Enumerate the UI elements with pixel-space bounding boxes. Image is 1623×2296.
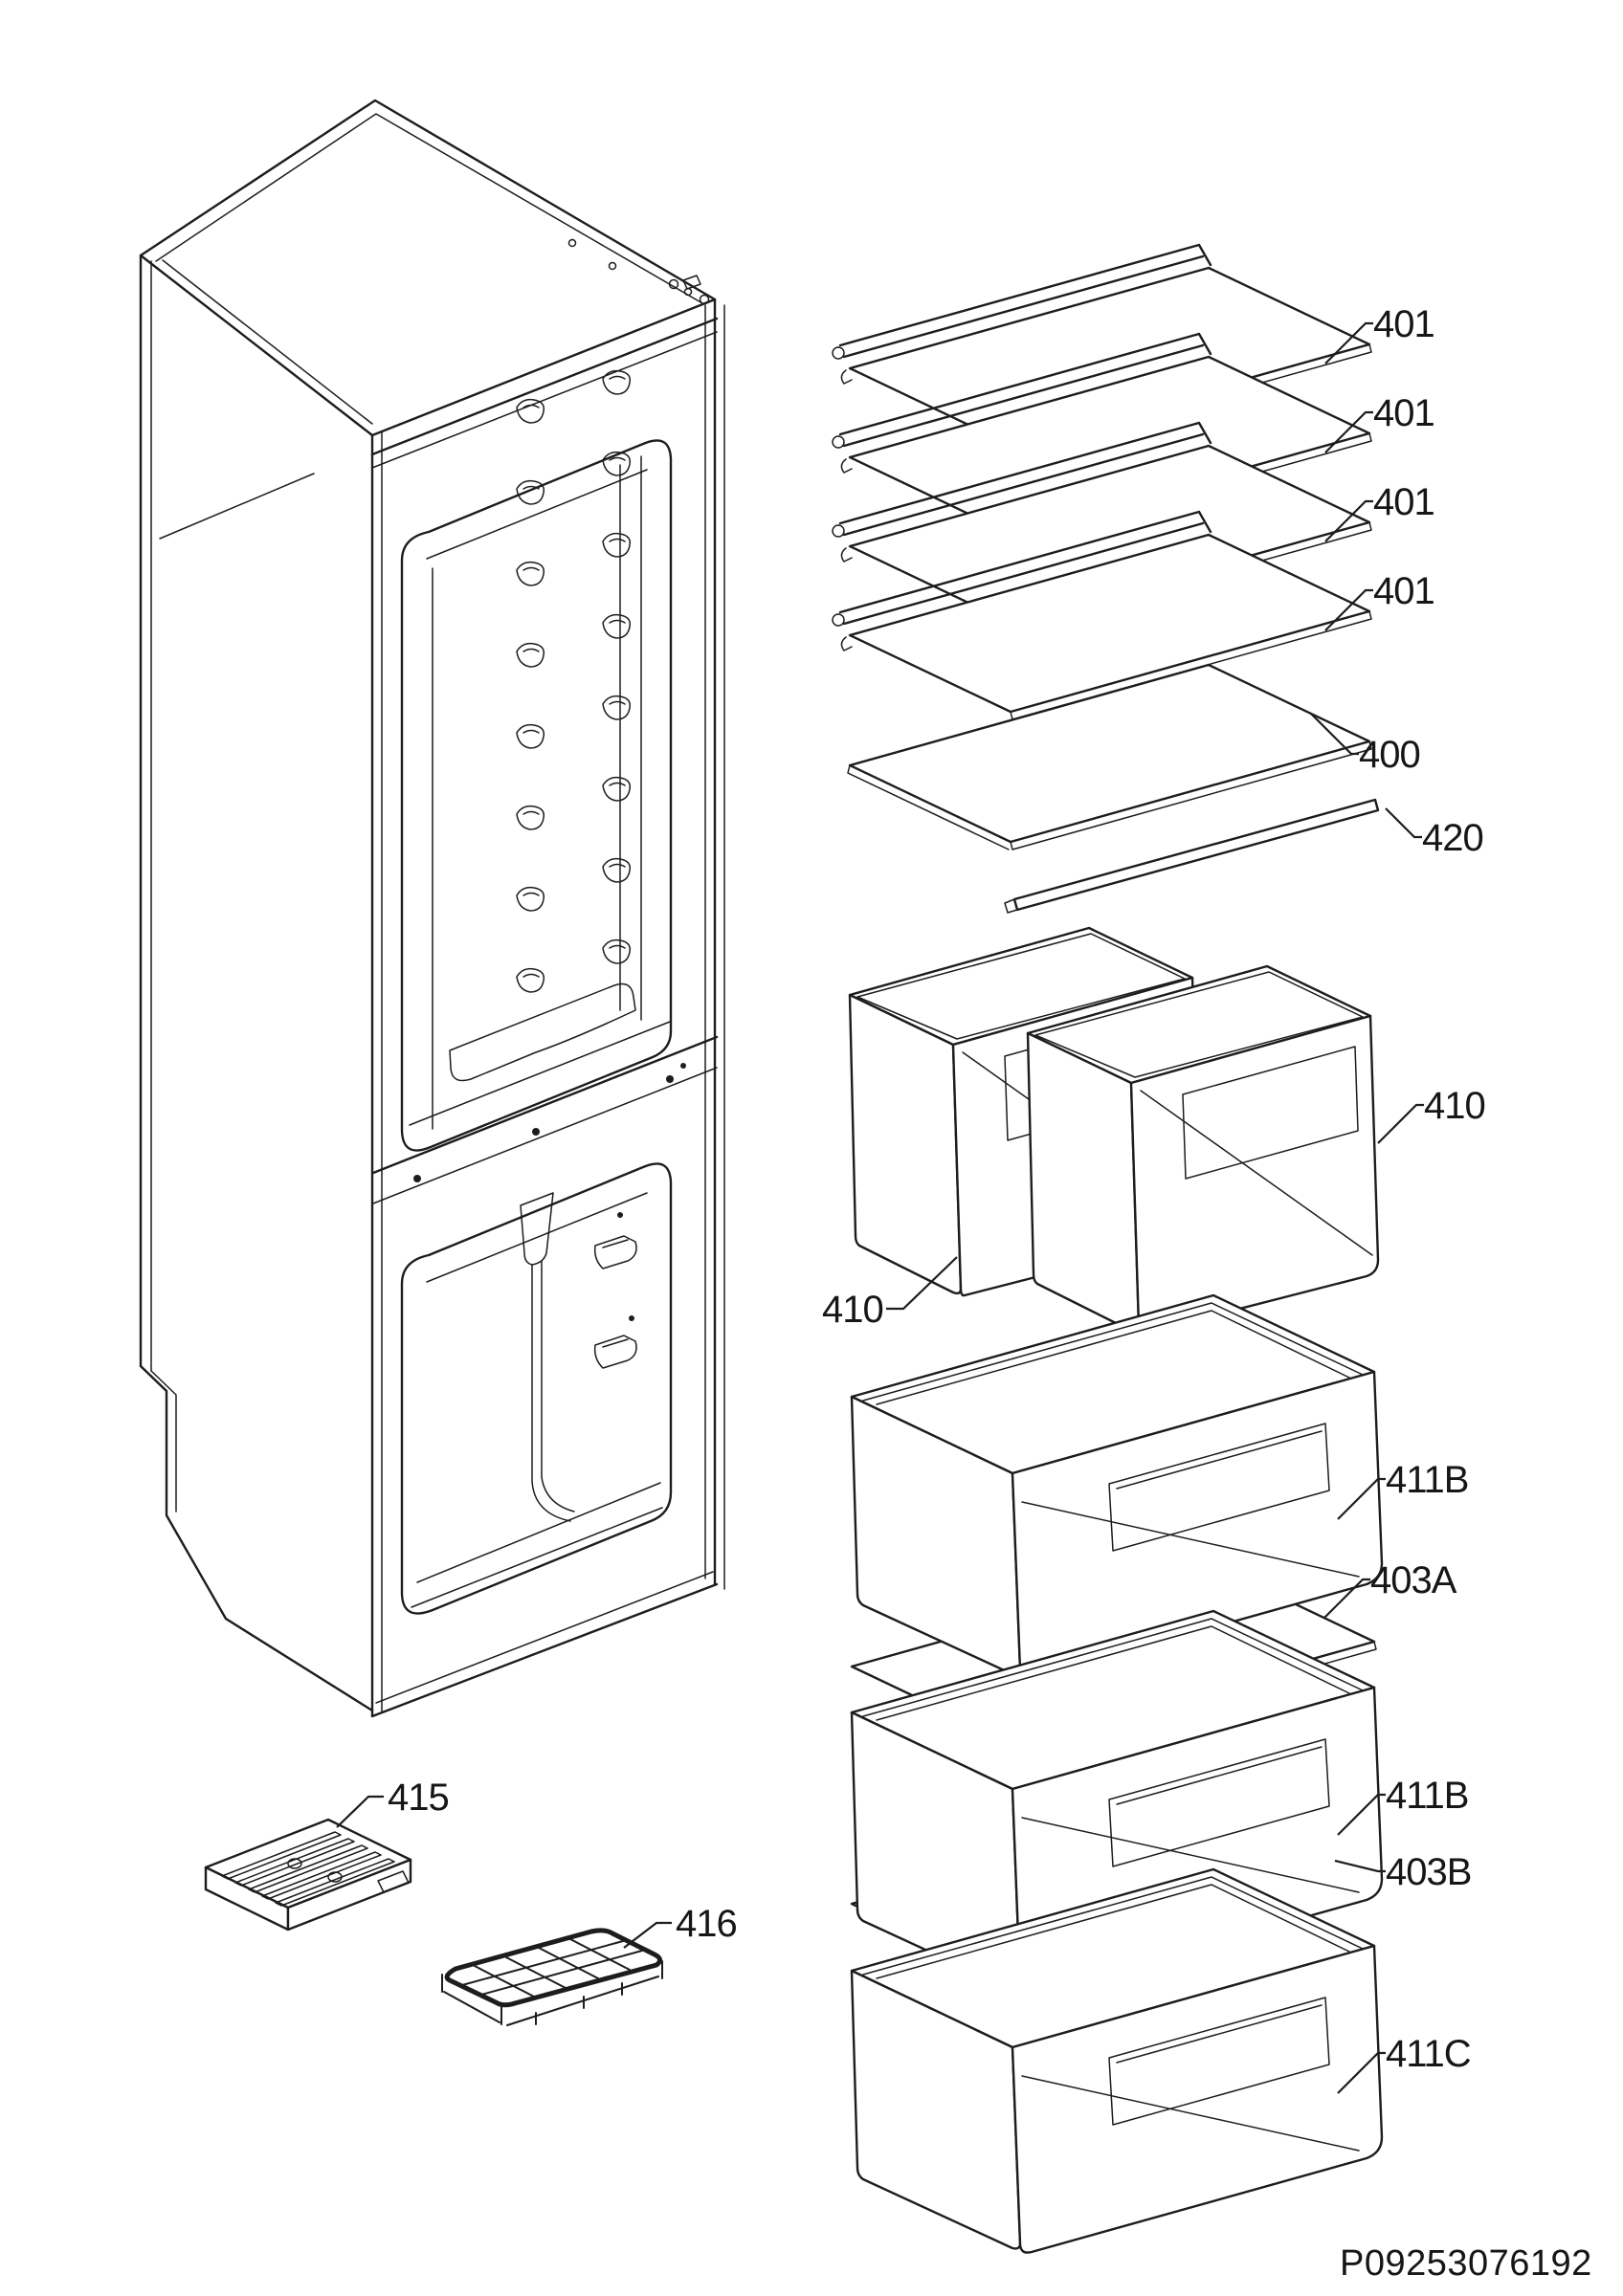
leader-line <box>886 1256 958 1311</box>
callout-label: 401 <box>1373 481 1434 523</box>
drawer-handle-slot <box>1108 1997 1330 2126</box>
shelf-rail-end-cap <box>832 613 845 627</box>
callout-label: 401 <box>1373 392 1434 434</box>
callout-410-7: 410 <box>822 1256 958 1331</box>
drawer-brace <box>1021 1501 1360 1578</box>
shelf-rail-end-cap <box>832 435 845 449</box>
callout-420-5: 420 <box>1385 807 1484 859</box>
trim-rail-420 <box>1004 798 1380 914</box>
callout-411b-8: 411B <box>1337 1459 1469 1520</box>
leader-line <box>1324 321 1373 364</box>
callout-label: 411C <box>1386 2033 1471 2075</box>
leader-line <box>1323 1578 1370 1619</box>
tray-rim <box>444 1928 662 2008</box>
drawer-rail-clip <box>593 1335 637 1369</box>
leader-line <box>1337 1477 1386 1520</box>
callout-400-4: 400 <box>1310 713 1421 776</box>
callout-410-6: 410 <box>1377 1085 1486 1144</box>
callout-label: 401 <box>1373 303 1434 345</box>
basket-left-face <box>848 993 963 1295</box>
callout-401-3: 401 <box>1324 570 1435 631</box>
basket-left-face <box>1026 1031 1141 1334</box>
crisper-floor-pan <box>449 982 636 1082</box>
callout-416-14: 416 <box>623 1903 738 1949</box>
leader-line <box>336 1795 384 1828</box>
shelf-401-3 <box>832 421 1372 631</box>
drawer-411c <box>850 1867 1384 2254</box>
leader-line <box>1337 2051 1386 2094</box>
leader-line <box>1324 588 1373 631</box>
callout-411c-12: 411C <box>1337 2033 1472 2094</box>
callout-label: 411B <box>1386 1775 1468 1817</box>
drawer-brace <box>1021 1817 1360 1893</box>
shelf-rail-end-cap <box>832 524 845 538</box>
callout-label: 416 <box>676 1903 737 1945</box>
part-number: P09253076192 <box>1340 2243 1592 2284</box>
shelf-401-2 <box>832 332 1372 542</box>
leader-line <box>1385 807 1422 839</box>
drawer-brace <box>1021 2075 1360 2152</box>
callout-label: 420 <box>1422 817 1483 859</box>
shelf-rail-end-cap <box>832 346 845 360</box>
callout-401-0: 401 <box>1324 303 1435 364</box>
leader-line <box>1377 1103 1424 1144</box>
drawer-front-face <box>1011 1944 1384 2254</box>
callout-label: 403A <box>1370 1559 1457 1601</box>
drawer-rail-clip <box>593 1235 637 1269</box>
callout-label: 415 <box>388 1777 449 1819</box>
callout-label: 411B <box>1386 1459 1468 1501</box>
shelf-support-ribs <box>516 369 632 993</box>
callout-label: 410 <box>1424 1085 1485 1127</box>
leader-line <box>623 1921 672 1949</box>
callout-403b-11: 403B <box>1334 1851 1472 1893</box>
ice-cube-tray-416 <box>441 1928 663 2026</box>
freezer-liner-opening <box>400 1162 673 1615</box>
leader-line <box>1324 410 1373 453</box>
callout-415-13: 415 <box>336 1777 450 1828</box>
drawer-handle-slot <box>1108 1423 1330 1552</box>
leader-line <box>1334 1859 1386 1873</box>
basket-handle <box>1182 1046 1359 1180</box>
cabinet <box>139 99 725 1718</box>
basket-brace <box>1140 1090 1373 1256</box>
fridge-liner-opening <box>400 439 673 1152</box>
leader-line <box>1310 713 1359 756</box>
shelf-401-4 <box>832 510 1372 720</box>
drawer-handle-slot <box>1108 1738 1330 1867</box>
grille-front <box>286 1858 412 1932</box>
callout-label: 400 <box>1359 734 1420 776</box>
shelf-400 <box>847 663 1372 850</box>
drain-tube <box>520 1192 575 1522</box>
callout-411b-10: 411B <box>1337 1775 1469 1836</box>
callout-401-1: 401 <box>1324 392 1435 453</box>
basket-410-right <box>1026 964 1380 1336</box>
vent-grille-415 <box>204 1818 412 1932</box>
callout-label: 410 <box>822 1289 883 1331</box>
callout-label: 403B <box>1386 1851 1471 1893</box>
callout-403a-9: 403A <box>1323 1559 1458 1619</box>
shelf-glass <box>848 663 1371 844</box>
callout-label: 401 <box>1373 570 1434 612</box>
callout-401-2: 401 <box>1324 481 1435 542</box>
hinge-plate <box>567 238 710 305</box>
leader-line <box>1324 499 1373 542</box>
leader-line <box>1337 1793 1386 1836</box>
compartment-divider <box>371 1035 719 1204</box>
